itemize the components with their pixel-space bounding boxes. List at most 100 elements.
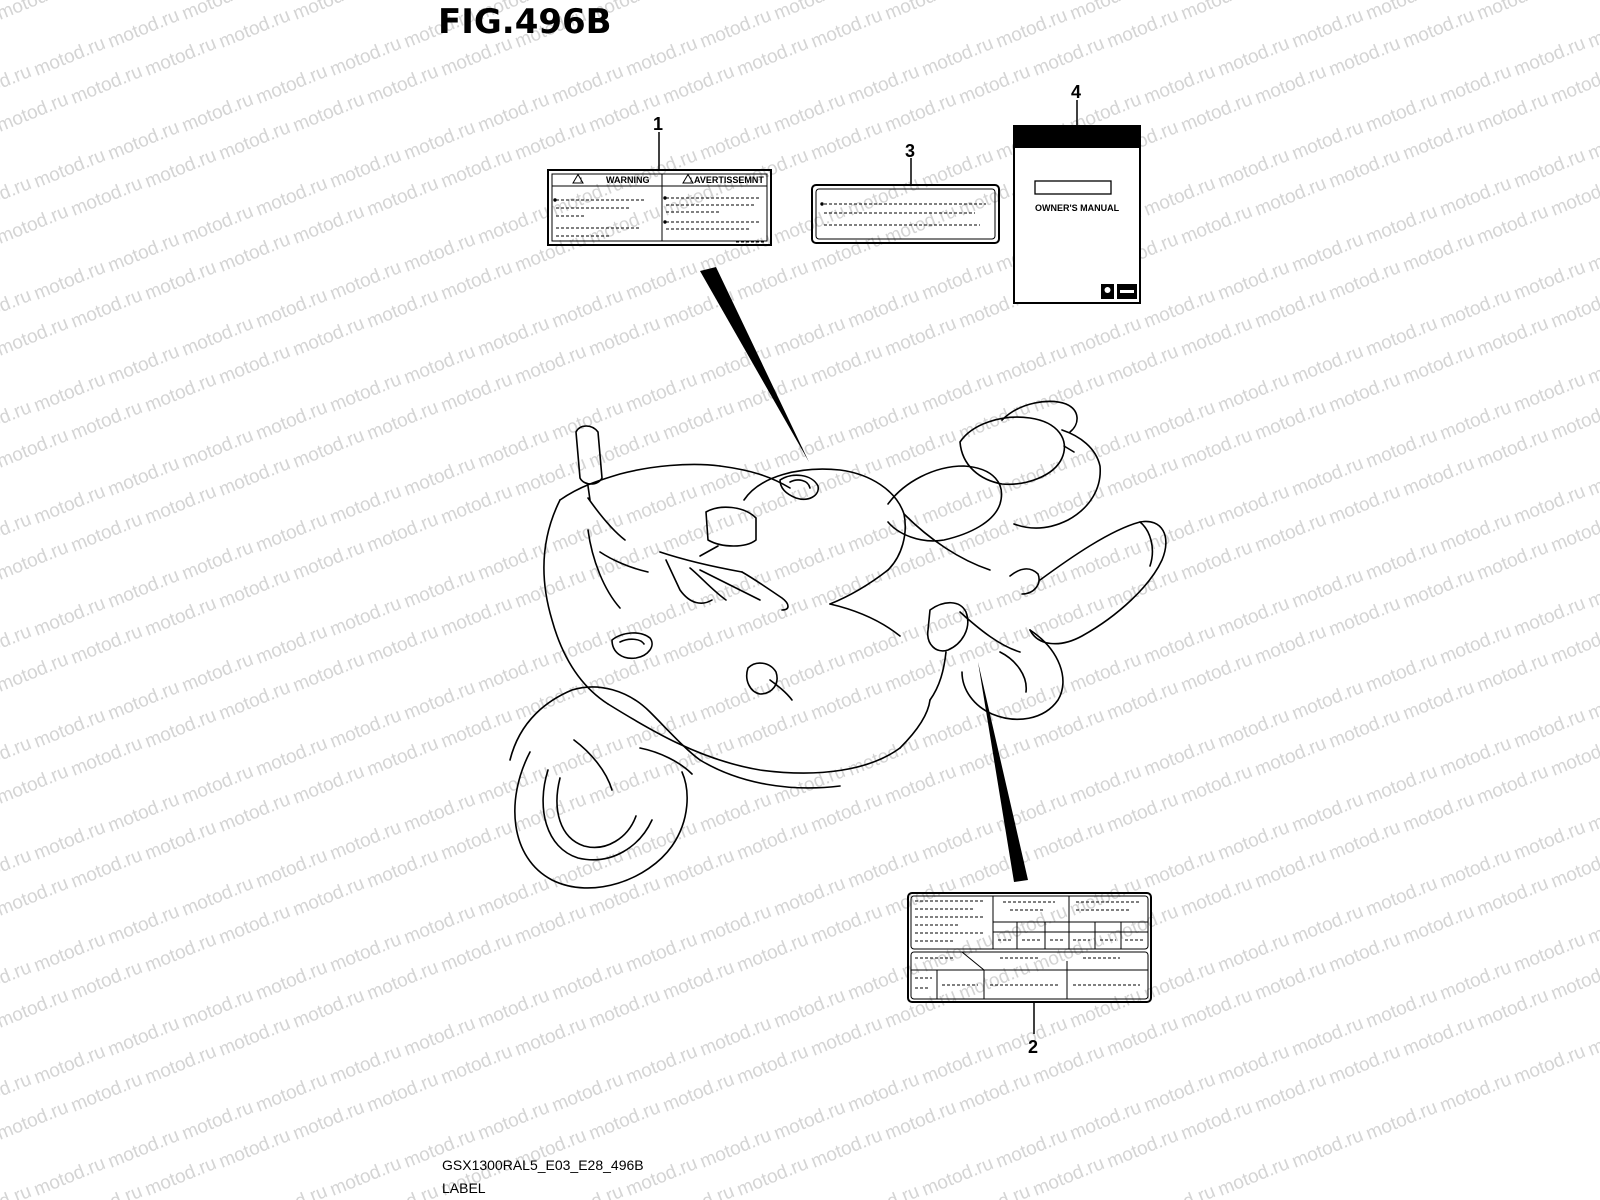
watermark-text: motod.ru	[1252, 61, 1329, 109]
watermark-text: motod.ru	[697, 789, 774, 837]
watermark-text: motod.ru	[1104, 453, 1181, 501]
watermark-text: motod.ru	[919, 817, 996, 865]
watermark-text: motod.ru	[1437, 285, 1514, 333]
watermark-text: motod.ru	[31, 481, 108, 529]
watermark-text: motod.ru	[1215, 705, 1292, 753]
watermark-text: motod.ru	[771, 425, 848, 473]
watermark-text: motod.ru	[771, 1097, 848, 1145]
watermark-text: motod.ru	[1511, 369, 1588, 417]
watermark-text: motod.ru	[1030, 593, 1107, 641]
pointer-wedge-label-1	[700, 267, 809, 462]
watermark-text: motod.ru	[660, 957, 737, 1005]
watermark-text: motod.ru	[1104, 1125, 1181, 1173]
watermark-text: motod.ru	[290, 89, 367, 137]
watermark-text: motod.ru	[882, 89, 959, 137]
figure-title: FIG.496B	[438, 2, 612, 42]
watermark-text: motod.ru	[364, 61, 441, 109]
watermark-text: motod.ru	[1474, 537, 1551, 585]
watermark-text: motod.ru	[919, 705, 996, 753]
watermark-text: motod.ru	[1437, 1069, 1514, 1117]
watermark-text: motod.ru	[1141, 733, 1218, 781]
watermark-text: motod.ru	[1511, 257, 1588, 305]
watermark-text: motod.ru	[1030, 33, 1107, 81]
watermark-text: motod.ru	[1363, 537, 1440, 585]
watermark-text: motod.ru	[993, 901, 1070, 949]
watermark-text: motod.ru	[1511, 145, 1588, 193]
watermark-text: motod.ru	[882, 985, 959, 1033]
watermark-text: motod.ru	[808, 229, 885, 277]
watermark-text: motod.ru	[697, 1125, 774, 1173]
watermark-text: motod.ru	[364, 845, 441, 893]
watermark-text: motod.ru	[475, 1097, 552, 1145]
watermark-text: motod.ru	[1141, 1181, 1218, 1200]
watermark-text: motod.ru	[364, 173, 441, 221]
watermark-text: motod.ru	[1548, 397, 1600, 445]
watermark-text: motod.ru	[327, 929, 404, 977]
watermark-text: motod.ru	[179, 201, 256, 249]
exclamation-icon: !	[690, 178, 692, 184]
watermark-text: motod.ru	[549, 733, 626, 781]
watermark-text: motod.ru	[1585, 901, 1600, 949]
watermark-text: motod.ru	[845, 61, 922, 109]
watermark-text: motod.ru	[1289, 341, 1366, 389]
watermark-text: motod.ru	[438, 1041, 515, 1089]
watermark-text: motod.ru	[734, 593, 811, 641]
watermark-text: motod.ru	[512, 789, 589, 837]
watermark-text: motod.ru	[549, 285, 626, 333]
watermark-text: motod.ru	[142, 593, 219, 641]
watermark-text: motod.ru	[660, 397, 737, 445]
watermark-text: motod.ru	[586, 985, 663, 1033]
watermark-text: motod.ru	[290, 873, 367, 921]
watermark-text: motod.ru	[0, 509, 34, 557]
watermark-text: motod.ru	[1400, 5, 1477, 53]
watermark-text: motod.ru	[31, 145, 108, 193]
watermark-text: motod.ru	[1104, 5, 1181, 53]
callout-4: 4	[1071, 82, 1081, 102]
watermark-text: motod.ru	[845, 397, 922, 445]
watermark-text: motod.ru	[327, 817, 404, 865]
watermark-text: motod.ru	[1511, 593, 1588, 641]
watermark-text: motod.ru	[253, 957, 330, 1005]
watermark-text: motod.ru	[1400, 901, 1477, 949]
watermark-text: motod.ru	[882, 761, 959, 809]
watermark-text: motod.ru	[142, 1153, 219, 1200]
watermark-text: motod.ru	[1215, 593, 1292, 641]
watermark-text: motod.ru	[142, 1041, 219, 1089]
watermark-text: motod.ru	[882, 425, 959, 473]
owners-manual-part-4	[1013, 125, 1141, 304]
watermark-text: motod.ru	[1141, 957, 1218, 1005]
watermark-text: motod.ru	[549, 1181, 626, 1200]
watermark-text: motod.ru	[0, 89, 71, 137]
watermark-text: motod.ru	[364, 509, 441, 557]
watermark-text: motod.ru	[1511, 33, 1588, 81]
watermark-text: motod.ru	[734, 929, 811, 977]
watermark-text: motod.ru	[253, 173, 330, 221]
watermark-text: motod.ru	[216, 453, 293, 501]
watermark-text: motod.ru	[1474, 649, 1551, 697]
watermark-text: motod.ru	[956, 397, 1033, 445]
watermark-text: motod.ru	[401, 901, 478, 949]
watermark-text: motod.ru	[512, 1013, 589, 1061]
watermark-text: motod.ru	[1141, 621, 1218, 669]
watermark-text: motod.ru	[0, 649, 71, 697]
watermark-text: motod.ru	[0, 0, 71, 25]
watermark-text: motod.ru	[0, 61, 34, 109]
watermark-text: motod.ru	[364, 285, 441, 333]
watermark-text: motod.ru	[549, 397, 626, 445]
watermark-text: motod.ru	[1030, 817, 1107, 865]
watermark-text: motod.ru	[327, 1041, 404, 1089]
watermark-text: motod.ru	[179, 537, 256, 585]
watermark-text: motod.ru	[1400, 789, 1477, 837]
watermark-text: motod.ru	[364, 957, 441, 1005]
watermark-text: motod.ru	[1437, 845, 1514, 893]
watermark-text: motod.ru	[1252, 173, 1329, 221]
watermark-text: motod.ru	[1067, 649, 1144, 697]
watermark-text: motod.ru	[1548, 733, 1600, 781]
watermark-text: motod.ru	[1030, 369, 1107, 417]
watermark-text: motod.ru	[1067, 873, 1144, 921]
watermark-text: motod.ru	[808, 1125, 885, 1173]
watermark-text: motod.ru	[1178, 985, 1255, 1033]
watermark-text: motod.ru	[216, 901, 293, 949]
watermark-text: motod.ru	[253, 397, 330, 445]
watermark-text: motod.ru	[105, 1013, 182, 1061]
